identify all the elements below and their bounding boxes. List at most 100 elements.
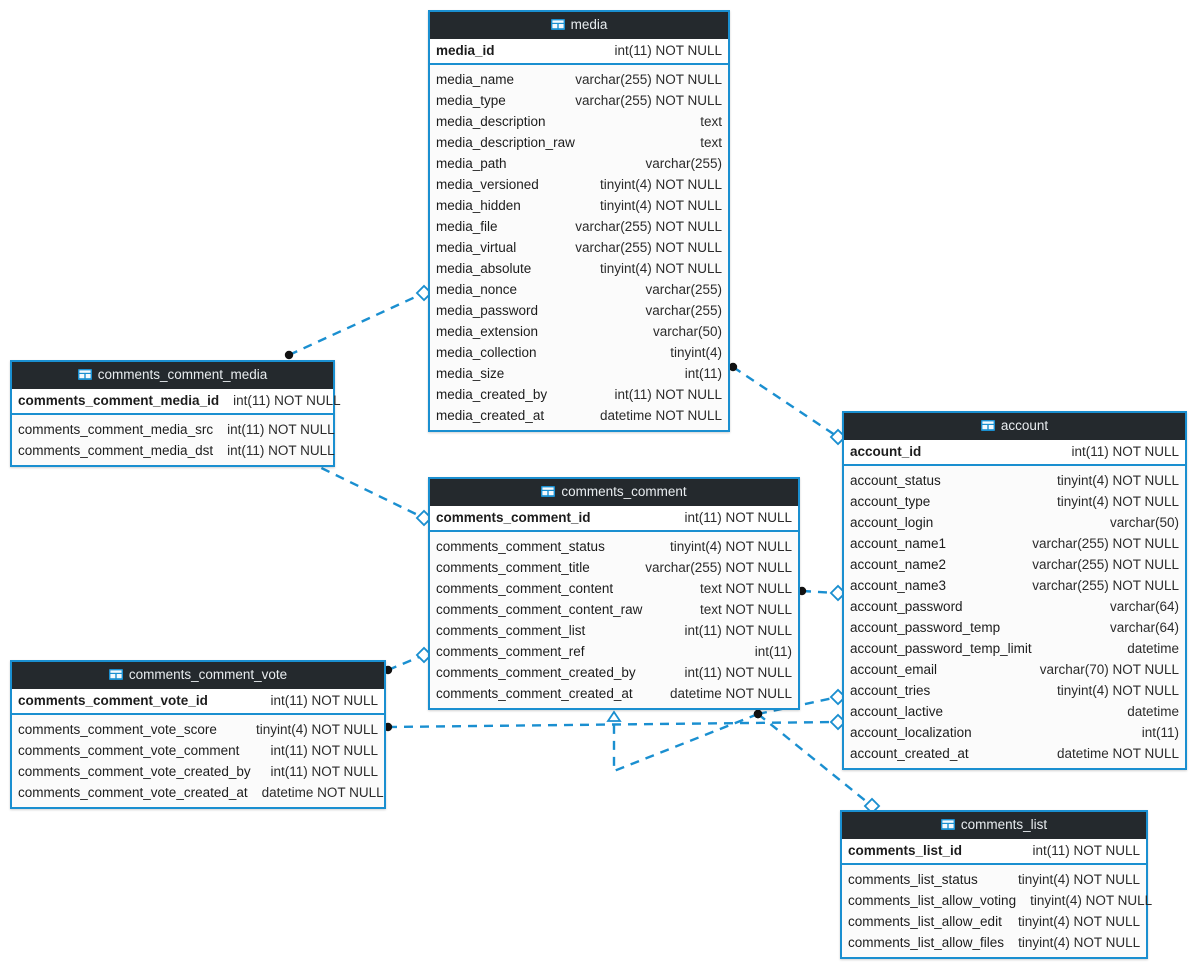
column-type: int(11) [1141, 724, 1179, 740]
column-type: varchar(255) [645, 155, 722, 171]
table-header-media[interactable]: media [430, 12, 728, 39]
relationship-rel-ccmedia-media[interactable] [284, 284, 433, 360]
table-header-comments_comment[interactable]: comments_comment [430, 479, 798, 506]
column-name: comments_comment_media_dst [18, 442, 214, 458]
column-row[interactable]: account_localization int(11) [844, 722, 1185, 743]
column-name: account_tries [850, 682, 931, 698]
table-header-comments_list[interactable]: comments_list [842, 812, 1146, 839]
relationship-rel-comment-self-ref[interactable] [606, 709, 763, 773]
column-name: media_description [436, 113, 546, 129]
column-type: varchar(255) NOT NULL [645, 559, 792, 575]
column-name: comments_comment_content [436, 580, 614, 596]
column-name: account_status [850, 472, 941, 488]
table-title: account [1000, 418, 1049, 433]
relationship-rel-ccvote-comment[interactable] [383, 646, 433, 675]
column-type: text NOT NULL [699, 601, 792, 617]
relationship-rel-media-account[interactable] [728, 362, 847, 446]
relationship-rel-ccmedia-comment[interactable] [302, 456, 433, 527]
relationship-rel-comment-account[interactable] [797, 584, 847, 602]
table-title: media [570, 17, 608, 32]
column-type: datetime NOT NULL [1056, 745, 1179, 761]
column-name: account_localization [850, 724, 972, 740]
table-header-comments_comment_vote[interactable]: comments_comment_vote [12, 662, 384, 689]
column-type: varchar(255) NOT NULL [1032, 577, 1179, 593]
relationship-line [387, 720, 839, 729]
column-name: media_password [436, 302, 539, 318]
column-type: tinyint(4) NOT NULL [255, 721, 378, 737]
column-type: int(11) [754, 643, 792, 659]
column-type: tinyint(4) [670, 344, 722, 360]
column-type: tinyint(4) NOT NULL [1018, 934, 1141, 950]
table-grid-icon [940, 819, 955, 831]
column-type: int(11) NOT NULL [1032, 842, 1140, 858]
column-type: datetime NOT NULL [669, 685, 792, 701]
table-header-comments_comment_media[interactable]: comments_comment_media [12, 362, 333, 389]
table-header-account[interactable]: account [844, 413, 1185, 440]
column-type: int(11) NOT NULL [270, 763, 378, 779]
relationship-rel-ccvote-account[interactable] [383, 713, 847, 732]
column-type: varchar(64) [1109, 598, 1179, 614]
